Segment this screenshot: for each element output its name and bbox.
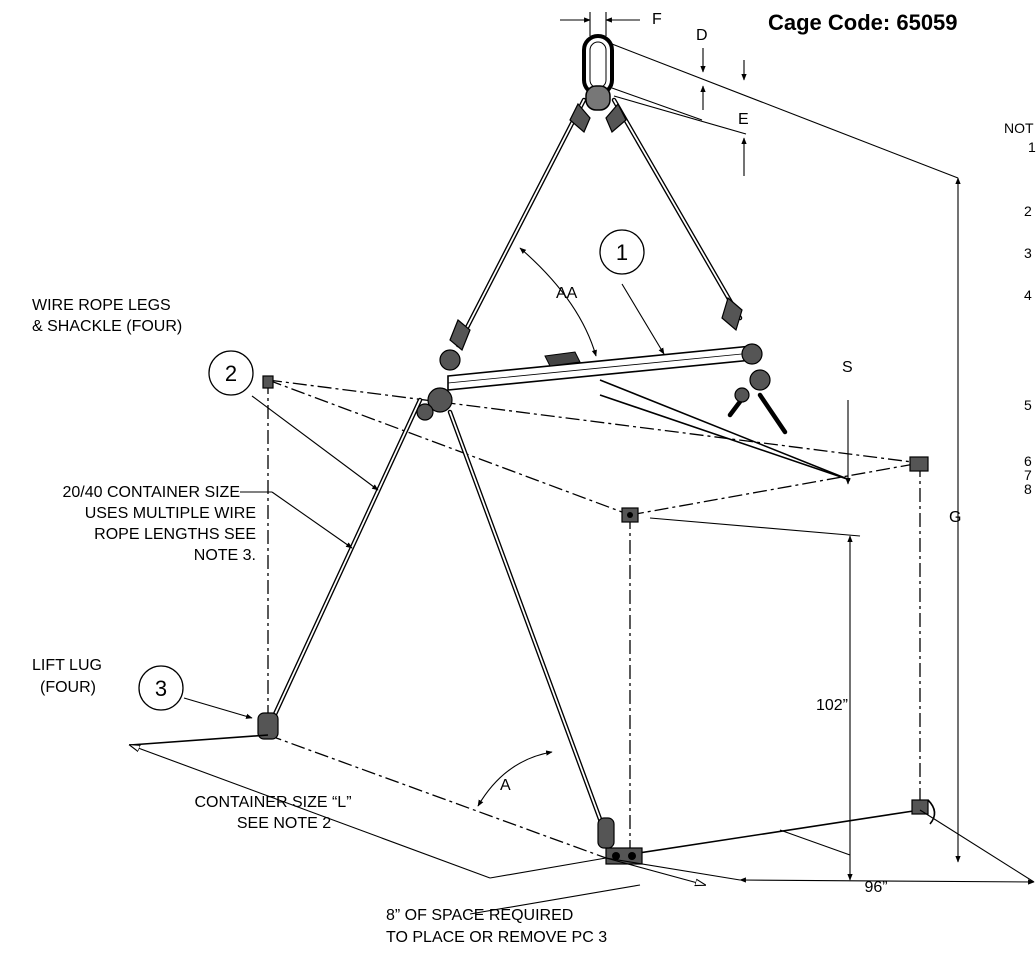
- cage-code-title: Cage Code: 65059: [768, 10, 958, 35]
- container-label-line1: 20/40 CONTAINER SIZE: [62, 484, 240, 501]
- wire-rope-legs: [267, 97, 788, 833]
- note-7-number: 7: [1024, 467, 1032, 483]
- container-label-line4: NOTE 3.: [194, 547, 256, 564]
- dim-height-label: 102”: [816, 697, 848, 714]
- note-5-number: 5: [1024, 397, 1032, 413]
- note-8-number: 8: [1024, 481, 1032, 497]
- corner-fittings: [262, 375, 929, 865]
- wire-rope-label-line1: WIRE ROPE LEGS: [32, 297, 171, 314]
- callout-3-label: 3: [155, 676, 167, 701]
- lift-lug-label-line1: LIFT LUG: [32, 657, 102, 674]
- container-outline: [267, 379, 921, 859]
- container-label-line2: USES MULTIPLE WIRE: [85, 505, 256, 522]
- wire-rope-label-line2: & SHACKLE (FOUR): [32, 318, 182, 335]
- dimension-lines: [477, 12, 961, 881]
- space-required-label-line1: 8” OF SPACE REQUIRED: [386, 907, 573, 924]
- dim-e-label: E: [738, 111, 749, 128]
- notes-column: NOT 1 2 3 4 5 6 7 8: [1004, 120, 1036, 497]
- spreader-bar: [447, 345, 851, 481]
- note-6-number: 6: [1024, 453, 1032, 469]
- space-required-label-line2: TO PLACE OR REMOVE PC 3: [386, 929, 607, 946]
- note-3-number: 3: [1024, 245, 1032, 261]
- container-size-label-line2: SEE NOTE 2: [237, 815, 331, 832]
- dim-a-label: A: [500, 777, 511, 794]
- note-4-number: 4: [1024, 287, 1032, 303]
- dim-f-label: F: [652, 11, 662, 28]
- container-label-line3: ROPE LENGTHS SEE: [94, 526, 256, 543]
- callout-1: 1: [599, 229, 645, 275]
- callout-1-label: 1: [616, 240, 628, 265]
- note-2-number: 2: [1024, 203, 1032, 219]
- callout-3: 3: [138, 665, 184, 711]
- rope-fittings: [257, 296, 936, 849]
- notes-header: NOT: [1004, 120, 1034, 136]
- dim-g-label: G: [949, 509, 961, 526]
- leader-lines: [183, 283, 665, 915]
- container-size-label-line1: CONTAINER SIZE “L”: [194, 794, 351, 811]
- dim-s-label: S: [842, 359, 853, 376]
- callout-2-label: 2: [225, 361, 237, 386]
- callout-2: 2: [208, 350, 254, 396]
- floor-lines: [130, 734, 1035, 885]
- dim-aa-label: AA: [556, 285, 578, 302]
- note-1-number: 1: [1028, 139, 1036, 155]
- master-link: [569, 34, 627, 133]
- lift-lug-label-line2: (FOUR): [40, 679, 96, 696]
- dim-width-label: 96”: [864, 879, 887, 896]
- dim-d-label: D: [696, 27, 708, 44]
